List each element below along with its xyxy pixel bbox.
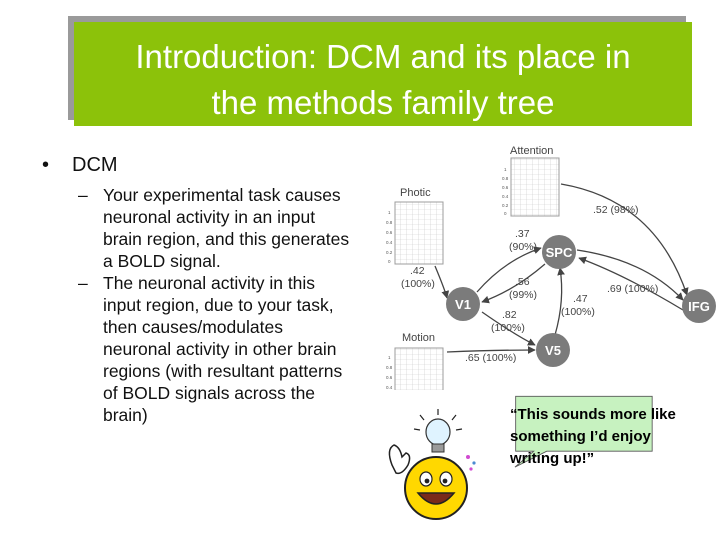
node-v1 — [446, 287, 480, 321]
label-v1-v5-pct: (100%) — [491, 322, 525, 334]
tick-label: 0.6 — [502, 185, 509, 190]
slide-title: Introduction: DCM and its place in the m… — [74, 22, 692, 126]
tick-label: 0.8 — [386, 365, 393, 370]
tick-label: 0.8 — [502, 176, 509, 181]
label-spc-ifg: .69 (100%) — [607, 283, 658, 295]
node-label-spc: SPC — [546, 245, 573, 260]
label-v1-spc: .37 — [515, 228, 530, 240]
tick-label: 1 — [388, 355, 391, 360]
bullet-list: • DCM – Your experimental task causes ne… — [40, 152, 370, 426]
tick-label: 1 — [504, 167, 507, 172]
label-attention-ifg: .52 (98%) — [593, 204, 639, 216]
sub-bullet-1: – Your experimental task causes neuronal… — [40, 184, 353, 272]
smiley-with-lightbulb-icon — [388, 409, 476, 520]
dcm-network-diagram: Attention 1 0.8 0.6 0.4 0.2 0 Photic 1 0… — [386, 145, 716, 390]
tick-label: 0.2 — [502, 203, 509, 208]
motion-plot — [394, 347, 444, 390]
speech-bubble — [514, 395, 653, 468]
attention-plot — [510, 157, 560, 217]
arrow-v5-spc — [554, 267, 565, 336]
label-spc-v1: .56 — [515, 276, 530, 288]
label-v1-spc-pct: (90%) — [509, 241, 537, 253]
arrow-ifg-spc — [578, 256, 684, 311]
speech-bubble-text: “This sounds more like something I’d enj… — [510, 406, 676, 467]
arrow-v1-v5 — [481, 311, 536, 346]
node-label-ifg: IFG — [688, 299, 710, 314]
sub-bullet-text: The neuronal activity in this input regi… — [103, 273, 343, 425]
bullet-text: DCM — [72, 154, 118, 176]
node-spc — [542, 235, 576, 269]
arrow-spc-v1 — [481, 263, 546, 304]
sub-bullet-text: Your experimental task causes neuronal a… — [103, 185, 350, 271]
arrow-v1-spc — [476, 246, 542, 293]
sub-bullet-2: – The neuronal activity in this input re… — [40, 272, 353, 426]
tick-label: 1 — [388, 210, 391, 215]
dash-marker: – — [78, 273, 88, 293]
node-v5 — [536, 333, 570, 367]
tick-label: 0.4 — [386, 240, 393, 245]
tick-label: 0.6 — [386, 375, 393, 380]
panel-label-motion: Motion — [402, 332, 435, 344]
bullet-dcm: • DCM — [40, 152, 370, 178]
arrow-motion-v5 — [446, 346, 536, 354]
label-spc-v1-pct: (99%) — [509, 289, 537, 301]
tick-label: 0 — [504, 211, 507, 216]
label-ifg-spc: .47 — [573, 293, 588, 305]
tick-label: 0.8 — [386, 220, 393, 225]
arrow-attention-ifg — [560, 183, 689, 296]
tick-label: 0.6 — [386, 230, 393, 235]
tick-label: 0.4 — [502, 194, 509, 199]
node-label-v1: V1 — [455, 297, 471, 312]
tick-label: 0.4 — [386, 385, 393, 390]
tick-label: 0 — [388, 259, 391, 264]
title-line-2: the methods family tree — [211, 84, 555, 121]
bullet-marker: • — [42, 154, 50, 176]
photic-plot — [394, 201, 444, 265]
arrow-photic-v1 — [434, 265, 450, 299]
tick-label: 0.2 — [386, 250, 393, 255]
label-photic-v1: .42 — [410, 265, 425, 277]
dash-marker: – — [78, 185, 88, 205]
node-label-v5: V5 — [545, 343, 561, 358]
label-photic-v1-pct: (100%) — [401, 278, 435, 290]
arrow-spc-ifg — [576, 249, 684, 301]
panel-label-photic: Photic — [400, 187, 431, 199]
title-line-1: Introduction: DCM and its place in — [135, 38, 631, 75]
panel-label-attention: Attention — [510, 145, 553, 157]
label-ifg-spc-pct: (100%) — [561, 306, 595, 318]
node-ifg — [682, 289, 716, 323]
label-motion-v5: .65 (100%) — [465, 352, 516, 364]
label-v1-v5: .82 — [502, 309, 517, 321]
